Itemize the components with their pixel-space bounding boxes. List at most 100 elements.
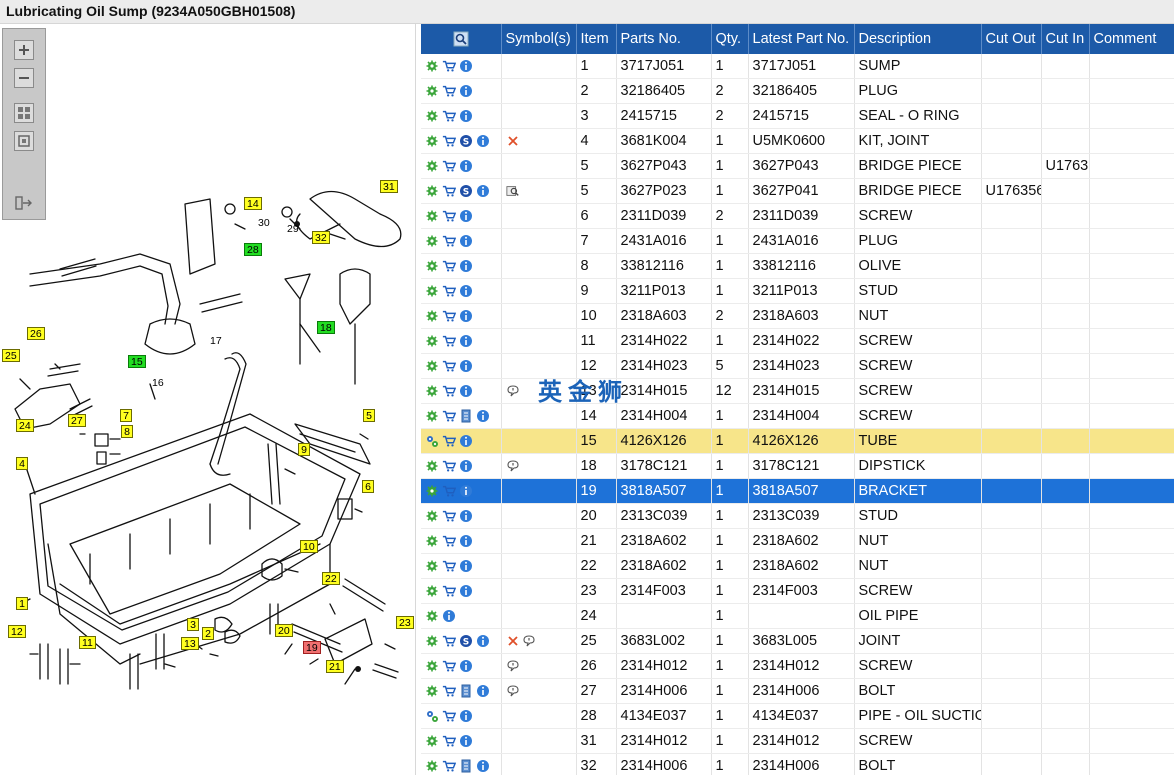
zoom-out-button[interactable] [14,68,34,88]
info-icon[interactable] [459,84,473,98]
info-icon[interactable] [459,309,473,323]
column-header-item[interactable]: Item [576,24,617,54]
part-detail-icon[interactable] [425,759,439,773]
info-icon[interactable] [459,584,473,598]
exploded-diagram-panel[interactable]: 14 30 29 31 28 32 18 26 25 15 17 16 5 27… [0,24,416,775]
callout-item-12[interactable]: 12 [8,625,26,638]
callout-item-15[interactable]: 15 [128,355,146,368]
part-detail-icon[interactable] [425,159,439,173]
add-to-cart-icon[interactable] [442,284,456,298]
callout-item-29[interactable]: 29 [287,223,299,235]
info-icon[interactable] [476,634,490,648]
exploded-parts-drawing[interactable] [0,24,416,775]
add-to-cart-icon[interactable] [442,309,456,323]
part-detail-icon[interactable] [425,384,439,398]
part-detail-icon[interactable] [425,684,439,698]
add-to-cart-icon[interactable] [442,459,456,473]
part-detail-icon[interactable] [425,259,439,273]
column-header-comment[interactable]: Comment [1089,24,1174,54]
callout-item-7[interactable]: 7 [120,409,132,422]
assembly-detail-icon[interactable] [425,434,439,448]
info-icon[interactable] [459,559,473,573]
callout-item-3[interactable]: 3 [187,618,199,631]
column-header-cut-out[interactable]: Cut Out [981,24,1042,54]
part-detail-icon[interactable] [425,534,439,548]
info-icon[interactable] [476,759,490,773]
document-icon[interactable] [459,684,473,698]
add-to-cart-icon[interactable] [442,134,456,148]
add-to-cart-icon[interactable] [442,484,456,498]
callout-item-17[interactable]: 17 [210,335,222,347]
part-detail-icon[interactable] [425,84,439,98]
document-icon[interactable] [459,409,473,423]
part-detail-icon[interactable] [425,109,439,123]
info-icon[interactable] [459,459,473,473]
supersession-icon[interactable]: S [459,184,473,198]
info-icon[interactable] [476,684,490,698]
callout-item-20[interactable]: 20 [275,624,293,637]
info-icon[interactable] [459,484,473,498]
callout-item-11[interactable]: 11 [79,636,96,649]
callout-item-6[interactable]: 6 [362,480,374,493]
callout-item-18[interactable]: 18 [317,321,335,334]
add-to-cart-icon[interactable] [442,109,456,123]
not-available-icon[interactable] [506,134,520,148]
add-to-cart-icon[interactable] [442,659,456,673]
callout-item-27[interactable]: 27 [68,414,86,427]
note-icon[interactable] [522,634,536,648]
column-header-cut-in[interactable]: Cut In [1041,24,1090,54]
column-header-actions[interactable] [421,24,502,54]
info-icon[interactable] [459,284,473,298]
add-to-cart-icon[interactable] [442,684,456,698]
export-button[interactable] [14,193,34,213]
add-to-cart-icon[interactable] [442,84,456,98]
info-icon[interactable] [476,134,490,148]
part-detail-icon[interactable] [425,59,439,73]
not-available-icon[interactable] [506,634,520,648]
supersession-icon[interactable]: S [459,634,473,648]
column-header-parts-no[interactable]: Parts No. [616,24,712,54]
info-icon[interactable] [459,509,473,523]
add-to-cart-icon[interactable] [442,509,456,523]
fit-grid-button[interactable] [14,103,34,123]
add-to-cart-icon[interactable] [442,434,456,448]
part-detail-icon[interactable] [425,484,439,498]
column-header-symbols[interactable]: Symbol(s) [501,24,577,54]
part-detail-icon[interactable] [425,734,439,748]
column-header-latest-part-no[interactable]: Latest Part No. [748,24,855,54]
callout-item-16[interactable]: 16 [152,377,164,389]
callout-item-22[interactable]: 22 [322,572,340,585]
add-to-cart-icon[interactable] [442,334,456,348]
add-to-cart-icon[interactable] [442,709,456,723]
reference-lookup-icon[interactable] [505,184,520,198]
note-icon[interactable] [506,659,520,673]
callout-item-14[interactable]: 14 [244,197,262,210]
callout-item-5[interactable]: 5 [363,409,375,422]
part-detail-icon[interactable] [425,409,439,423]
callout-item-23[interactable]: 23 [396,616,414,629]
part-detail-icon[interactable] [425,634,439,648]
